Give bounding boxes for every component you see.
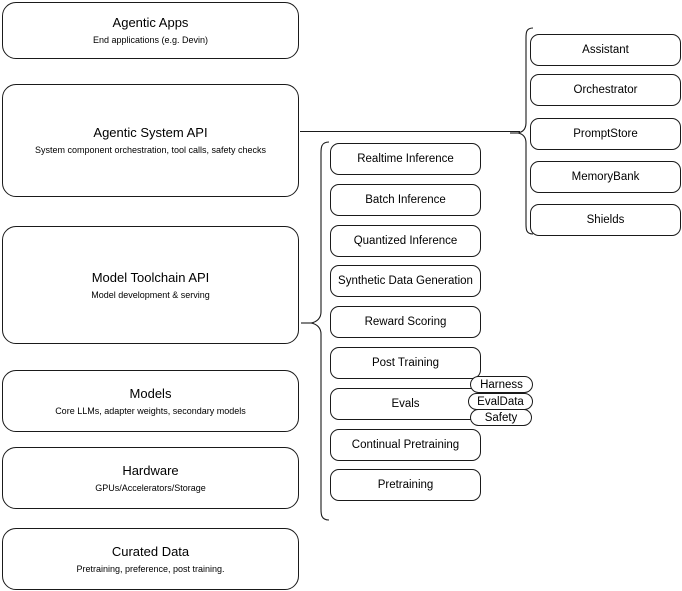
capability-box-reward-scoring[interactable]: Reward Scoring: [330, 306, 481, 338]
layer-title: Model Toolchain API: [91, 269, 210, 285]
layer-subtitle: End applications (e.g. Devin): [92, 35, 209, 45]
layer-box-models[interactable]: Models Core LLMs, adapter weights, secon…: [2, 370, 299, 432]
evals-subcomponent-label: Harness: [480, 378, 523, 391]
layer-box-hardware[interactable]: Hardware GPUs/Accelerators/Storage: [2, 447, 299, 509]
capability-label: Pretraining: [377, 479, 434, 491]
system-component-box-assistant[interactable]: Assistant: [530, 34, 681, 66]
capability-label: Quantized Inference: [353, 235, 458, 247]
capability-box-batch-inference[interactable]: Batch Inference: [330, 184, 481, 216]
layer-title: Models: [129, 385, 172, 401]
evals-subcomponent-label: Safety: [484, 411, 518, 424]
system-component-box-memorybank[interactable]: MemoryBank: [530, 161, 681, 193]
layer-box-curated-data[interactable]: Curated Data Pretraining, preference, po…: [2, 528, 299, 590]
layer-subtitle: System component orchestration, tool cal…: [34, 145, 267, 155]
system-component-box-promptstore[interactable]: PromptStore: [530, 118, 681, 150]
capability-label: Batch Inference: [365, 194, 446, 206]
system-component-label: PromptStore: [573, 128, 638, 140]
capability-label: Post Training: [371, 357, 440, 369]
evals-subcomponent-label: EvalData: [477, 395, 524, 408]
layer-subtitle: GPUs/Accelerators/Storage: [95, 482, 206, 493]
capability-box-post-training[interactable]: Post Training: [330, 347, 481, 379]
capability-box-realtime-inference[interactable]: Realtime Inference: [330, 143, 481, 175]
capability-box-evals[interactable]: Evals: [330, 388, 481, 420]
evals-subcomponent-harness[interactable]: Harness: [470, 376, 533, 393]
layer-subtitle: Model development & serving: [91, 289, 210, 300]
brace-system-components: [510, 27, 534, 235]
layer-box-agentic-apps[interactable]: Agentic Apps End applications (e.g. Devi…: [2, 2, 299, 59]
system-component-label: Orchestrator: [573, 84, 638, 96]
brace-toolchain-capabilities: [301, 141, 330, 521]
layer-box-model-toolchain-api[interactable]: Model Toolchain API Model development & …: [2, 226, 299, 344]
layer-title: Curated Data: [111, 543, 190, 559]
evals-subcomponent-evaldata[interactable]: EvalData: [468, 393, 533, 410]
layer-title: Hardware: [122, 462, 179, 478]
system-component-box-shields[interactable]: Shields: [530, 204, 681, 236]
capability-label: Continual Pretraining: [351, 439, 460, 451]
layer-subtitle: Core LLMs, adapter weights, secondary mo…: [55, 405, 246, 416]
capability-label: Reward Scoring: [364, 316, 447, 328]
capability-box-quantized-inference[interactable]: Quantized Inference: [330, 225, 481, 257]
capability-label: Evals: [391, 398, 420, 410]
system-component-label: Shields: [586, 214, 625, 226]
layer-box-agentic-system-api[interactable]: Agentic System API System component orch…: [2, 84, 299, 197]
layer-subtitle: Pretraining, preference, post training.: [76, 563, 225, 574]
capability-box-synthetic-data-generation[interactable]: Synthetic Data Generation: [330, 265, 481, 297]
capability-box-pretraining[interactable]: Pretraining: [330, 469, 481, 501]
capability-box-continual-pretraining[interactable]: Continual Pretraining: [330, 429, 481, 461]
system-component-label: MemoryBank: [571, 171, 640, 183]
evals-subcomponent-safety[interactable]: Safety: [470, 409, 532, 426]
layer-title: Agentic Apps: [112, 15, 189, 30]
capability-label: Synthetic Data Generation: [338, 275, 473, 287]
system-component-label: Assistant: [582, 44, 629, 56]
connector-system-api-to-components: [300, 131, 520, 132]
system-component-box-orchestrator[interactable]: Orchestrator: [530, 74, 681, 106]
capability-label: Realtime Inference: [357, 153, 454, 165]
layer-title: Agentic System API: [93, 125, 208, 140]
